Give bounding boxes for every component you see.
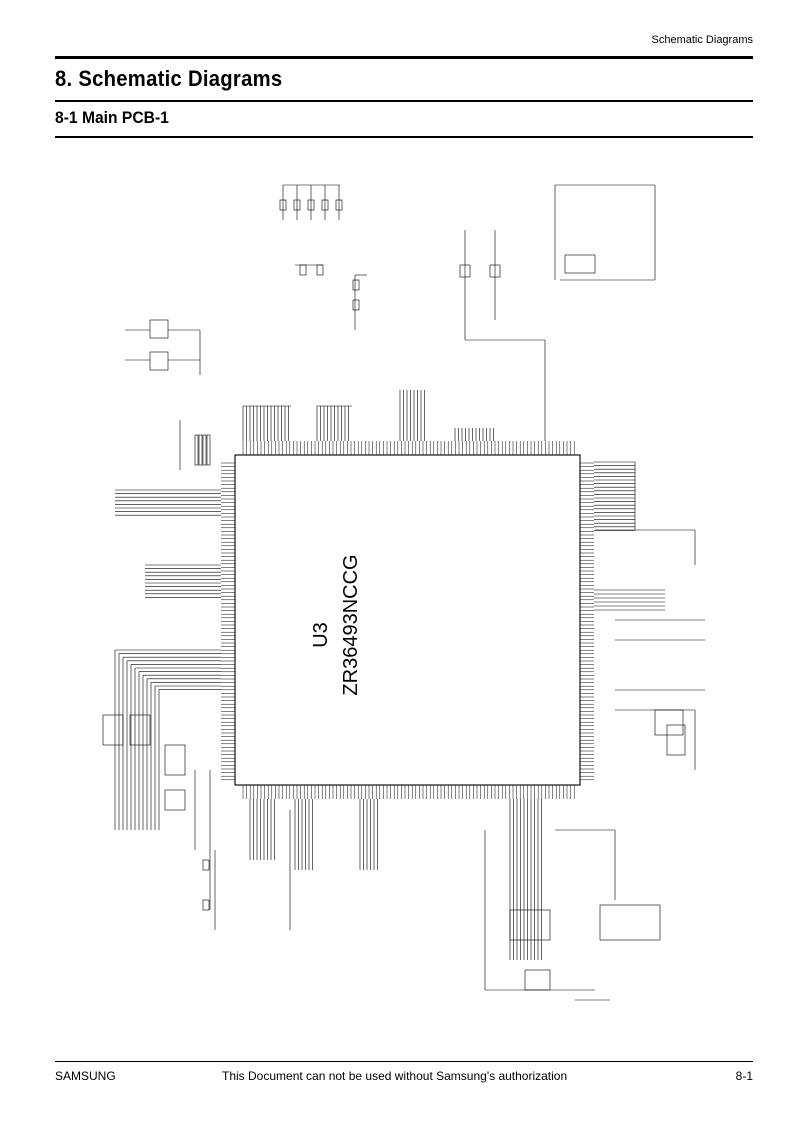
header-rule-bottom xyxy=(55,136,753,138)
footer-notice: This Document can not be used without Sa… xyxy=(222,1069,568,1083)
chapter-title: 8. Schematic Diagrams xyxy=(55,66,283,91)
header-rule-middle xyxy=(55,100,753,102)
schematic-diagram: U3 ZR36493NCCG xyxy=(102,184,705,1001)
footer-page-number: 8-1 xyxy=(735,1069,753,1083)
header-rule-top xyxy=(55,56,753,59)
footer-rule xyxy=(55,1061,753,1062)
main-ic-body xyxy=(234,454,581,786)
running-header: Schematic Diagrams xyxy=(651,34,753,46)
footer-brand: SAMSUNG xyxy=(55,1069,116,1083)
section-title: 8-1 Main PCB-1 xyxy=(55,108,169,127)
chip-part-number: ZR36493NCCG xyxy=(340,554,362,695)
chip-reference: U3 xyxy=(310,622,332,648)
